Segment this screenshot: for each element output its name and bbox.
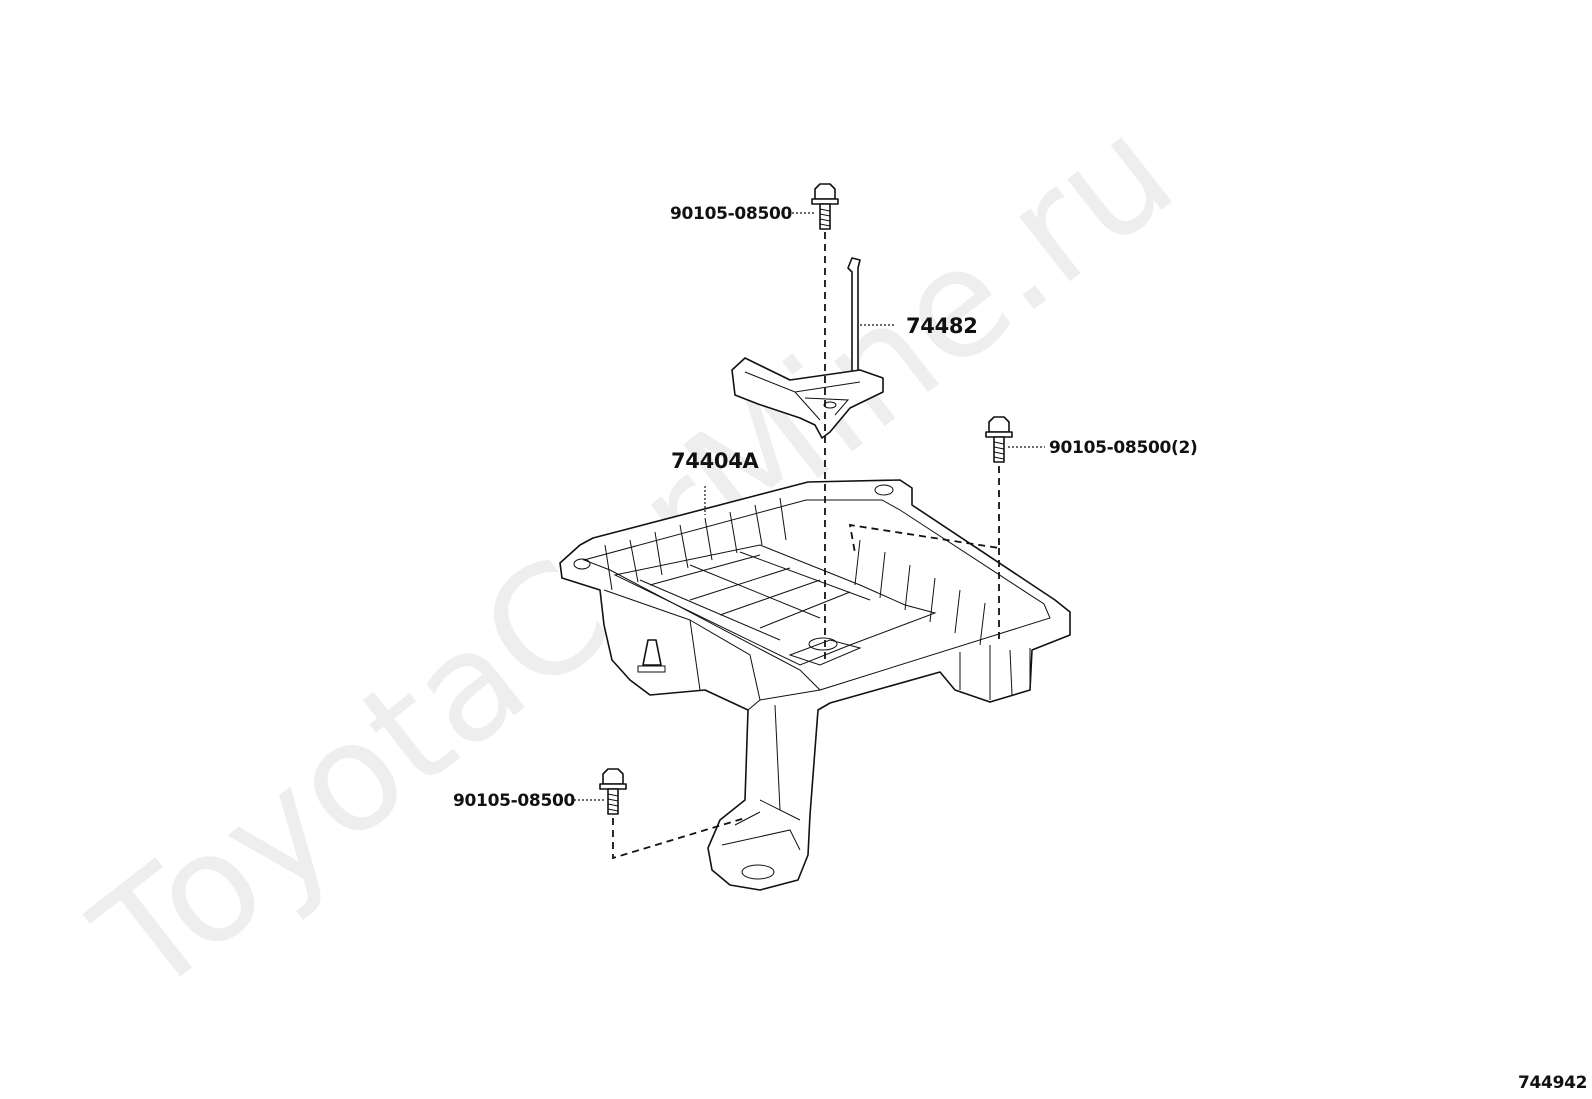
hold-down-clamp-drawing[interactable] bbox=[731, 257, 884, 439]
assembly-line-bottom bbox=[612, 817, 746, 860]
bolt-right-drawing[interactable] bbox=[985, 416, 1013, 463]
label-clamp: 74482 bbox=[906, 314, 978, 338]
diagram-id: 744942 bbox=[1518, 1073, 1587, 1093]
label-tray: 74404A bbox=[671, 449, 760, 473]
bolt-top-drawing[interactable] bbox=[811, 183, 839, 230]
label-bolt-bottom: 90105-08500 bbox=[453, 791, 576, 811]
label-bolt-right: 90105-08500(2) bbox=[1049, 438, 1198, 458]
bolt-bottom-drawing[interactable] bbox=[599, 768, 627, 815]
battery-tray-drawing[interactable] bbox=[559, 479, 1071, 891]
assembly-line-right bbox=[848, 466, 1000, 640]
label-bolt-top: 90105-08500 bbox=[670, 204, 793, 224]
